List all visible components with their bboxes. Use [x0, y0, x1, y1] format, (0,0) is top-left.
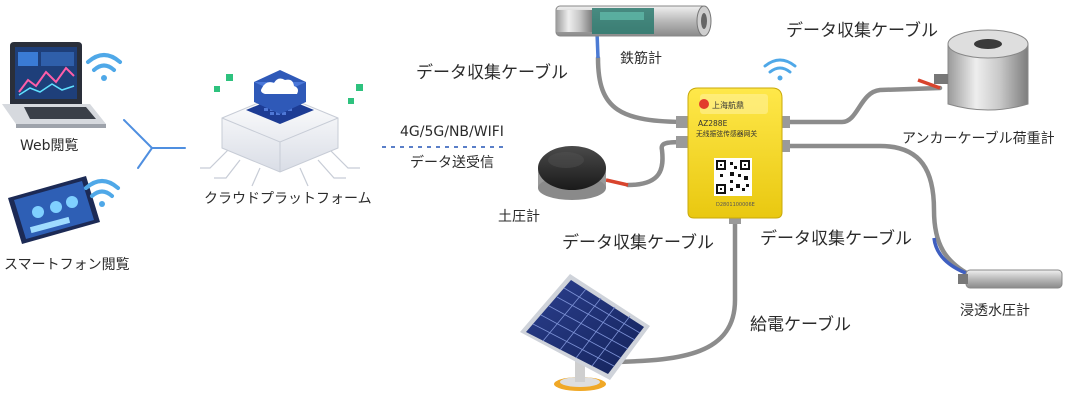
gateway-serial: D2801100006E	[716, 202, 755, 208]
anchor-load-meter-icon	[934, 29, 1029, 111]
cloud-platform-icon	[200, 70, 363, 187]
rebar-meter-icon	[555, 5, 712, 37]
data-cable-label-mid-right: データ収集ケーブル	[760, 229, 912, 249]
cloud-platform-label: クラウドプラットフォーム	[204, 191, 372, 207]
wifi-icon	[86, 53, 122, 81]
gateway-device: 上海航鼎 AZ288E 无线振弦传感器网关 D2801100006E	[676, 87, 790, 224]
wifi-icon	[763, 58, 797, 81]
cables	[595, 55, 973, 365]
earth-pressure-meter-label: 土圧計	[498, 209, 540, 225]
gateway-brand: 上海航鼎	[712, 100, 744, 110]
link-protocols-label: 4G/5G/NB/WIFI	[400, 124, 504, 140]
rebar-meter-label: 鉄筋計	[620, 51, 662, 67]
cable-rebar	[595, 55, 691, 125]
gateway-subtitle: 无线振弦传感器网关	[696, 129, 757, 138]
data-cable-label-mid-left: データ収集ケーブル	[562, 233, 714, 253]
cable-power	[615, 215, 738, 365]
cable-anchor	[775, 85, 943, 125]
cable-earth-pressure	[625, 139, 691, 188]
smartphone-view-label: スマートフォン閲覧	[4, 257, 130, 273]
data-cable-label-top-left: データ収集ケーブル	[416, 63, 568, 83]
earth-pressure-meter-icon	[538, 146, 606, 200]
smartphone-icon	[8, 176, 100, 244]
cable-osmometer	[775, 143, 973, 278]
link-transfer-label: データ送受信	[410, 155, 494, 171]
osmometer-icon	[958, 269, 1063, 289]
data-cable-label-top-right: データ収集ケーブル	[786, 21, 938, 41]
osmometer-label: 浸透水圧計	[960, 303, 1030, 319]
power-cable-label: 給電ケーブル	[750, 315, 851, 335]
gateway-model: AZ288E	[698, 119, 728, 128]
solar-panel-icon	[520, 274, 650, 391]
anchor-load-meter-label: アンカーケーブル荷重計	[902, 131, 1055, 147]
connector-lines	[123, 119, 186, 169]
wifi-icon	[84, 179, 120, 207]
laptop-icon	[2, 42, 106, 128]
web-view-label: Web閲覧	[20, 138, 79, 154]
